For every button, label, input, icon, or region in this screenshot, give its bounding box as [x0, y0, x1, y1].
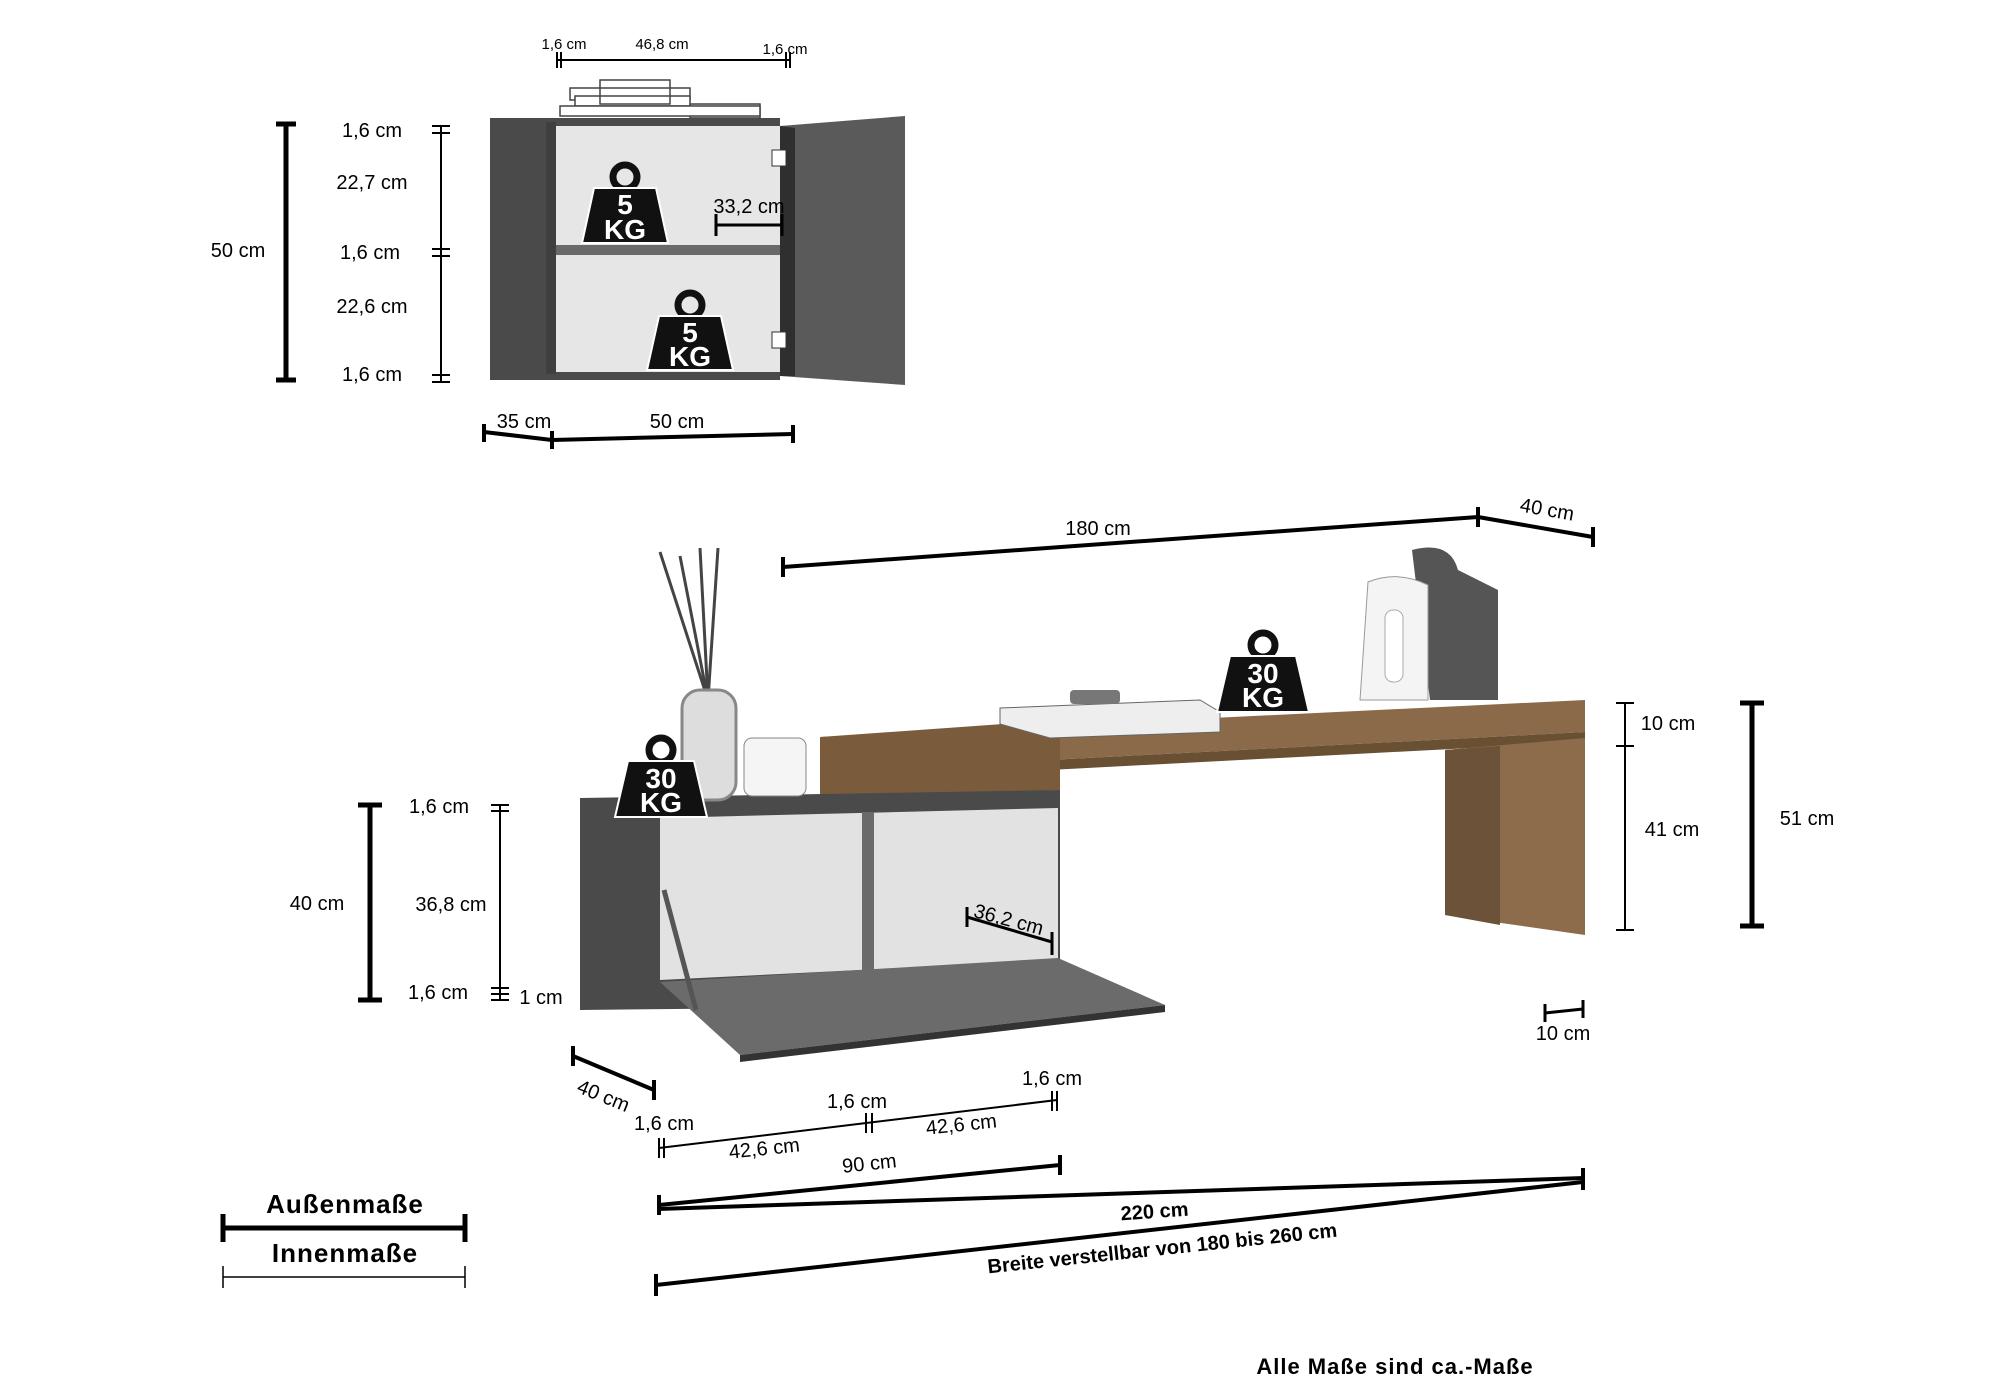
- dim-inner-width: 46,8 cm: [635, 36, 688, 53]
- svg-text:KG: KG: [669, 341, 711, 372]
- vases-decoration: [1359, 547, 1498, 701]
- weight-30kg-base-icon: 30 KG: [613, 734, 709, 818]
- svg-text:5: 5: [617, 189, 633, 220]
- dim-shelf: 1,6 cm: [340, 242, 400, 264]
- base-flap: [660, 958, 1165, 1055]
- dim-top-thickness: 10 cm: [1641, 713, 1695, 735]
- dim-top-depth: 40 cm: [1518, 495, 1575, 526]
- dim-base-divider: 1,6 cm: [827, 1091, 887, 1113]
- dim-wall-height: 50 cm: [211, 240, 265, 262]
- dim-lower-compartment: 22,6 cm: [336, 296, 407, 318]
- dim-board-bottom: 1,6 cm: [342, 364, 402, 386]
- legend-outer-label: Außenmaße: [266, 1189, 424, 1219]
- svg-text:KG: KG: [1242, 682, 1284, 713]
- dim-leg-width: 10 cm: [1536, 1023, 1590, 1045]
- dim-total-width: 220 cm: [1120, 1199, 1189, 1226]
- weight-5kg-upper-icon: 5 KG: [580, 161, 670, 245]
- svg-text:30: 30: [1247, 658, 1278, 689]
- dim-base-height: 40 cm: [290, 893, 344, 915]
- hinge-icon: [771, 331, 787, 349]
- cabinet-shelf: [556, 245, 780, 255]
- weight-30kg-top-icon: 30 KG: [1215, 629, 1311, 713]
- dim-leg-height: 41 cm: [1645, 819, 1699, 841]
- dim-base-side-right: 1,6 cm: [1022, 1068, 1082, 1090]
- books-decoration: [559, 79, 761, 119]
- dim-total-height: 51 cm: [1780, 808, 1834, 830]
- hinge-icon: [771, 149, 787, 167]
- dim-feet-height: 1 cm: [519, 987, 562, 1009]
- dim-base-board-top: 1,6 cm: [409, 796, 469, 818]
- svg-text:KG: KG: [604, 214, 646, 245]
- tv-bench: [580, 700, 1585, 1062]
- dim-base-width: 90 cm: [841, 1150, 897, 1178]
- dim-inner-depth: 33,2 cm: [713, 196, 784, 218]
- dim-wall-depth: 35 cm: [497, 411, 551, 433]
- svg-text:30: 30: [645, 763, 676, 794]
- wall-cabinet-dimensions: [276, 52, 795, 449]
- cabinet-side: [546, 122, 556, 374]
- dim-top-length: 180 cm: [1065, 518, 1131, 540]
- dim-top-left-board: 1,6 cm: [541, 36, 586, 53]
- dim-base-inner-height: 36,8 cm: [415, 894, 486, 916]
- dim-top-right-board: 1,6 cm: [762, 41, 807, 58]
- legend: Außenmaße Innenmaße: [220, 1189, 468, 1288]
- svg-text:KG: KG: [640, 787, 682, 818]
- cabinet-door: [780, 116, 905, 385]
- dvd-player-decoration: [999, 690, 1221, 739]
- candle-decoration: [743, 737, 807, 797]
- dim-board-top: 1,6 cm: [342, 120, 402, 142]
- dim-base-depth: 40 cm: [574, 1076, 633, 1117]
- dim-base-side-left: 1,6 cm: [634, 1113, 694, 1135]
- dim-upper-compartment: 22,7 cm: [336, 172, 407, 194]
- bench-dimensions: [358, 507, 1764, 1296]
- weight-5kg-lower-icon: 5 KG: [645, 289, 735, 372]
- footnote: Alle Maße sind ca.-Maße: [1256, 1354, 1533, 1379]
- svg-text:5: 5: [682, 317, 698, 348]
- legend-inner-label: Innenmaße: [272, 1238, 418, 1268]
- dim-base-board-bottom: 1,6 cm: [408, 982, 468, 1004]
- wall-cabinet: [490, 79, 905, 385]
- dim-wall-width: 50 cm: [650, 411, 704, 433]
